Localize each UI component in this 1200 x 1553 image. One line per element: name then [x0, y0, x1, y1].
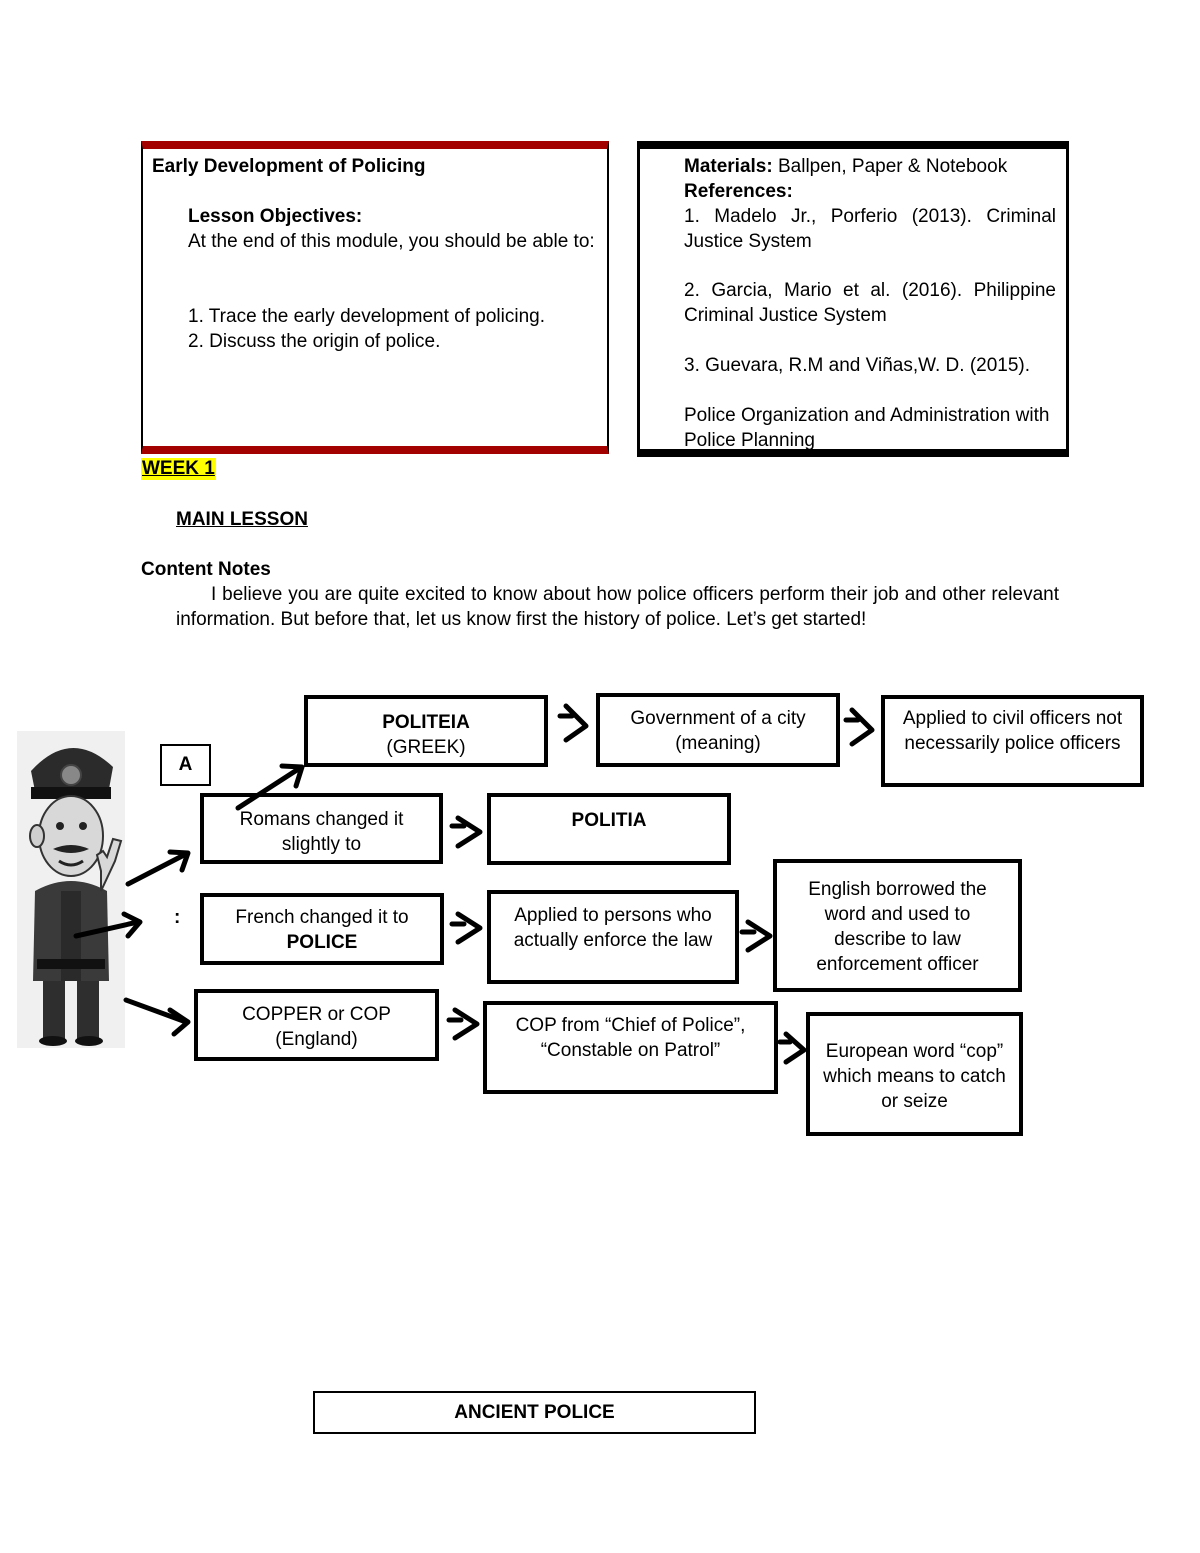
week-label: WEEK 1 — [141, 458, 216, 480]
arrow-icon — [446, 1007, 480, 1041]
european-word-box: European word “cop” which means to catch… — [806, 1012, 1023, 1136]
arrow-icon — [449, 815, 483, 849]
arrow-icon — [125, 849, 191, 887]
materials-line: Materials: Ballpen, Paper & Notebook — [684, 154, 1007, 179]
arrow-icon — [73, 911, 143, 939]
content-notes-heading: Content Notes — [141, 559, 271, 580]
politia-box: POLITIA — [487, 793, 731, 865]
arrow-icon — [739, 919, 773, 953]
politeia-box: POLITEIA (GREEK) — [304, 695, 548, 767]
materials-label: Materials: — [684, 156, 773, 177]
cop-from-box: COP from “Chief of Police”, “Constable o… — [483, 1001, 778, 1094]
colon-mark: : — [174, 907, 181, 928]
reference-item: 1. Madelo Jr., Porferio (2013). Criminal… — [684, 206, 1056, 252]
arrow-icon — [557, 703, 589, 743]
arrow-icon — [843, 707, 875, 747]
objective-item: 2. Discuss the origin of police. — [188, 331, 441, 352]
arrow-icon — [777, 1031, 807, 1065]
references-box: Materials: Ballpen, Paper & Notebook Ref… — [637, 141, 1069, 457]
english-borrowed-box: English borrowed the word and used to de… — [773, 859, 1022, 992]
french-police: POLICE — [286, 932, 358, 953]
applied-persons-box: Applied to persons who actually enforce … — [487, 890, 739, 984]
lesson-title: Early Development of Policing — [152, 156, 426, 177]
arrow-icon — [449, 911, 483, 945]
french-box: French changed it to POLICE — [200, 893, 444, 965]
lesson-header-box: Early Development of Policing Lesson Obj… — [141, 141, 609, 454]
politeia-title: POLITEIA — [382, 712, 470, 733]
section-marker-a: A — [160, 744, 211, 786]
reference-item: Police Organization and Administration w… — [684, 405, 1050, 451]
french-line: French changed it to — [235, 907, 409, 928]
arrow-icon — [123, 997, 191, 1037]
materials-value: Ballpen, Paper & Notebook — [772, 156, 1008, 177]
objectives-heading: Lesson Objectives: — [188, 206, 363, 227]
politeia-subtitle: (GREEK) — [386, 737, 466, 758]
references-heading: References: — [684, 181, 793, 202]
government-box: Government of a city (meaning) — [596, 693, 840, 767]
main-lesson-heading: MAIN LESSON — [176, 509, 308, 530]
ancient-police-heading: ANCIENT POLICE — [313, 1391, 756, 1434]
objective-item: 1. Trace the early development of polici… — [188, 306, 545, 327]
police-officer-illustration — [17, 731, 125, 1048]
arrow-icon — [235, 763, 305, 811]
reference-item: 3. Guevara, R.M and Viñas,W. D. (2015). — [684, 355, 1031, 376]
copper-box: COPPER or COP (England) — [194, 989, 439, 1061]
content-notes-paragraph: I believe you are quite excited to know … — [176, 584, 1059, 630]
reference-item: 2. Garcia, Mario et al. (2016). Philippi… — [684, 280, 1056, 326]
objectives-intro: At the end of this module, you should be… — [188, 231, 595, 252]
civil-officers-box: Applied to civil officers not necessaril… — [881, 695, 1144, 787]
